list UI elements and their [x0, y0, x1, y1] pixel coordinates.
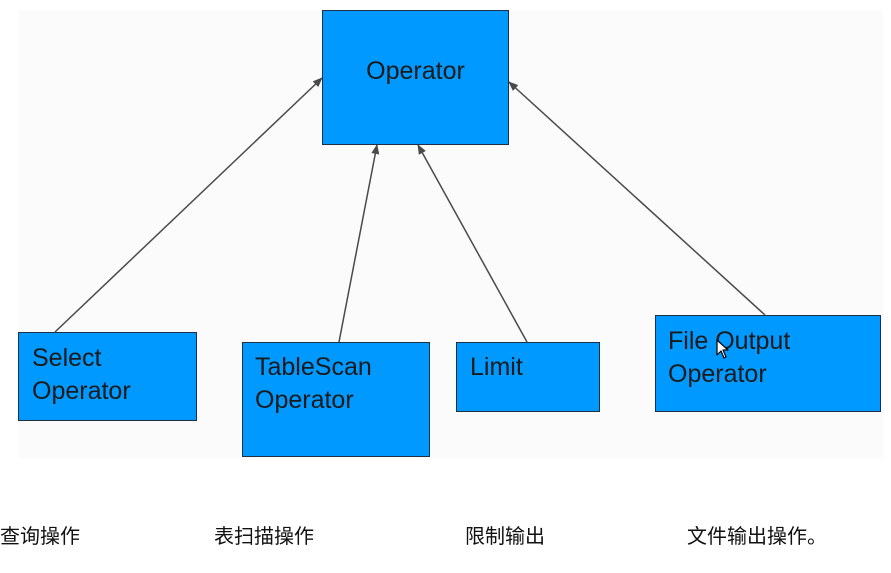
caption-tablescan: 表扫描操作	[214, 524, 314, 548]
tablescan-operator-box: TableScan Operator	[242, 342, 430, 457]
limit-box: Limit	[456, 342, 600, 412]
arrow-limit-to-operator	[417, 144, 528, 343]
caption-select: 查询操作	[0, 524, 80, 548]
arrow-tablescan-to-operator	[338, 144, 380, 343]
arrow-select-to-operator	[54, 77, 323, 333]
caption-fileoutput: 文件输出操作。	[687, 524, 827, 548]
fileoutput-operator-box: File Output Operator	[655, 315, 881, 412]
arrow-fileoutput-to-operator	[508, 81, 766, 316]
caption-limit: 限制输出	[465, 524, 545, 548]
select-operator-box: Select Operator	[18, 332, 197, 421]
operator-box: Operator	[322, 10, 509, 145]
mouse-pointer-icon	[716, 339, 729, 359]
